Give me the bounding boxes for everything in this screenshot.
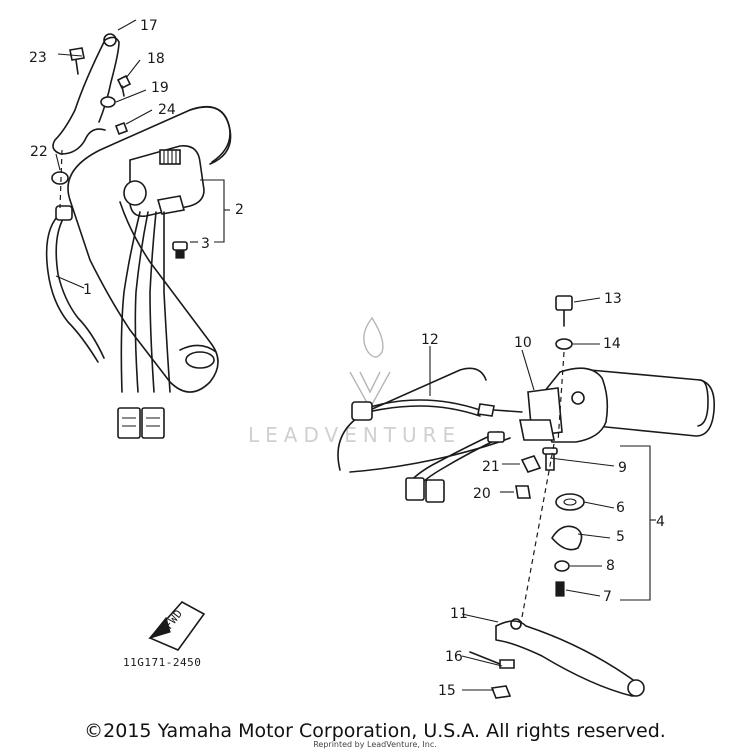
callout-24: 24 [158,102,176,118]
callout-6: 6 [616,500,625,516]
callout-2: 2 [235,202,244,218]
callout-15: 15 [438,683,456,699]
callout-13: 13 [604,291,622,307]
callout-5: 5 [616,529,625,545]
callout-3: 3 [201,236,210,252]
callout-8: 8 [606,558,615,574]
callout-1: 1 [83,282,92,298]
part-code: 11G171-2450 [123,656,201,669]
callout-10: 10 [514,335,532,351]
callout-23: 23 [29,50,47,66]
callout-19: 19 [151,80,169,96]
callout-11: 11 [450,606,468,622]
copyright-notice: ©2015 Yamaha Motor Corporation, U.S.A. A… [84,720,666,742]
callout-14: 14 [603,336,621,352]
watermark-logo [349,316,391,410]
callout-4: 4 [656,514,665,530]
right-handlebar-assembly [148,295,716,699]
callout-16: 16 [445,649,463,665]
callout-9: 9 [618,460,627,476]
reprint-notice: Reprinted by LeadVenture, Inc. [313,740,437,749]
callout-18: 18 [147,51,165,67]
callout-17: 17 [140,18,158,34]
callout-20: 20 [473,486,491,502]
left-handlebar-assembly [45,19,232,439]
callout-22: 22 [30,144,48,160]
callout-12: 12 [421,332,439,348]
callout-21: 21 [482,459,500,475]
callout-7: 7 [603,589,612,605]
watermark-text: LEADVENTURE [248,423,461,447]
